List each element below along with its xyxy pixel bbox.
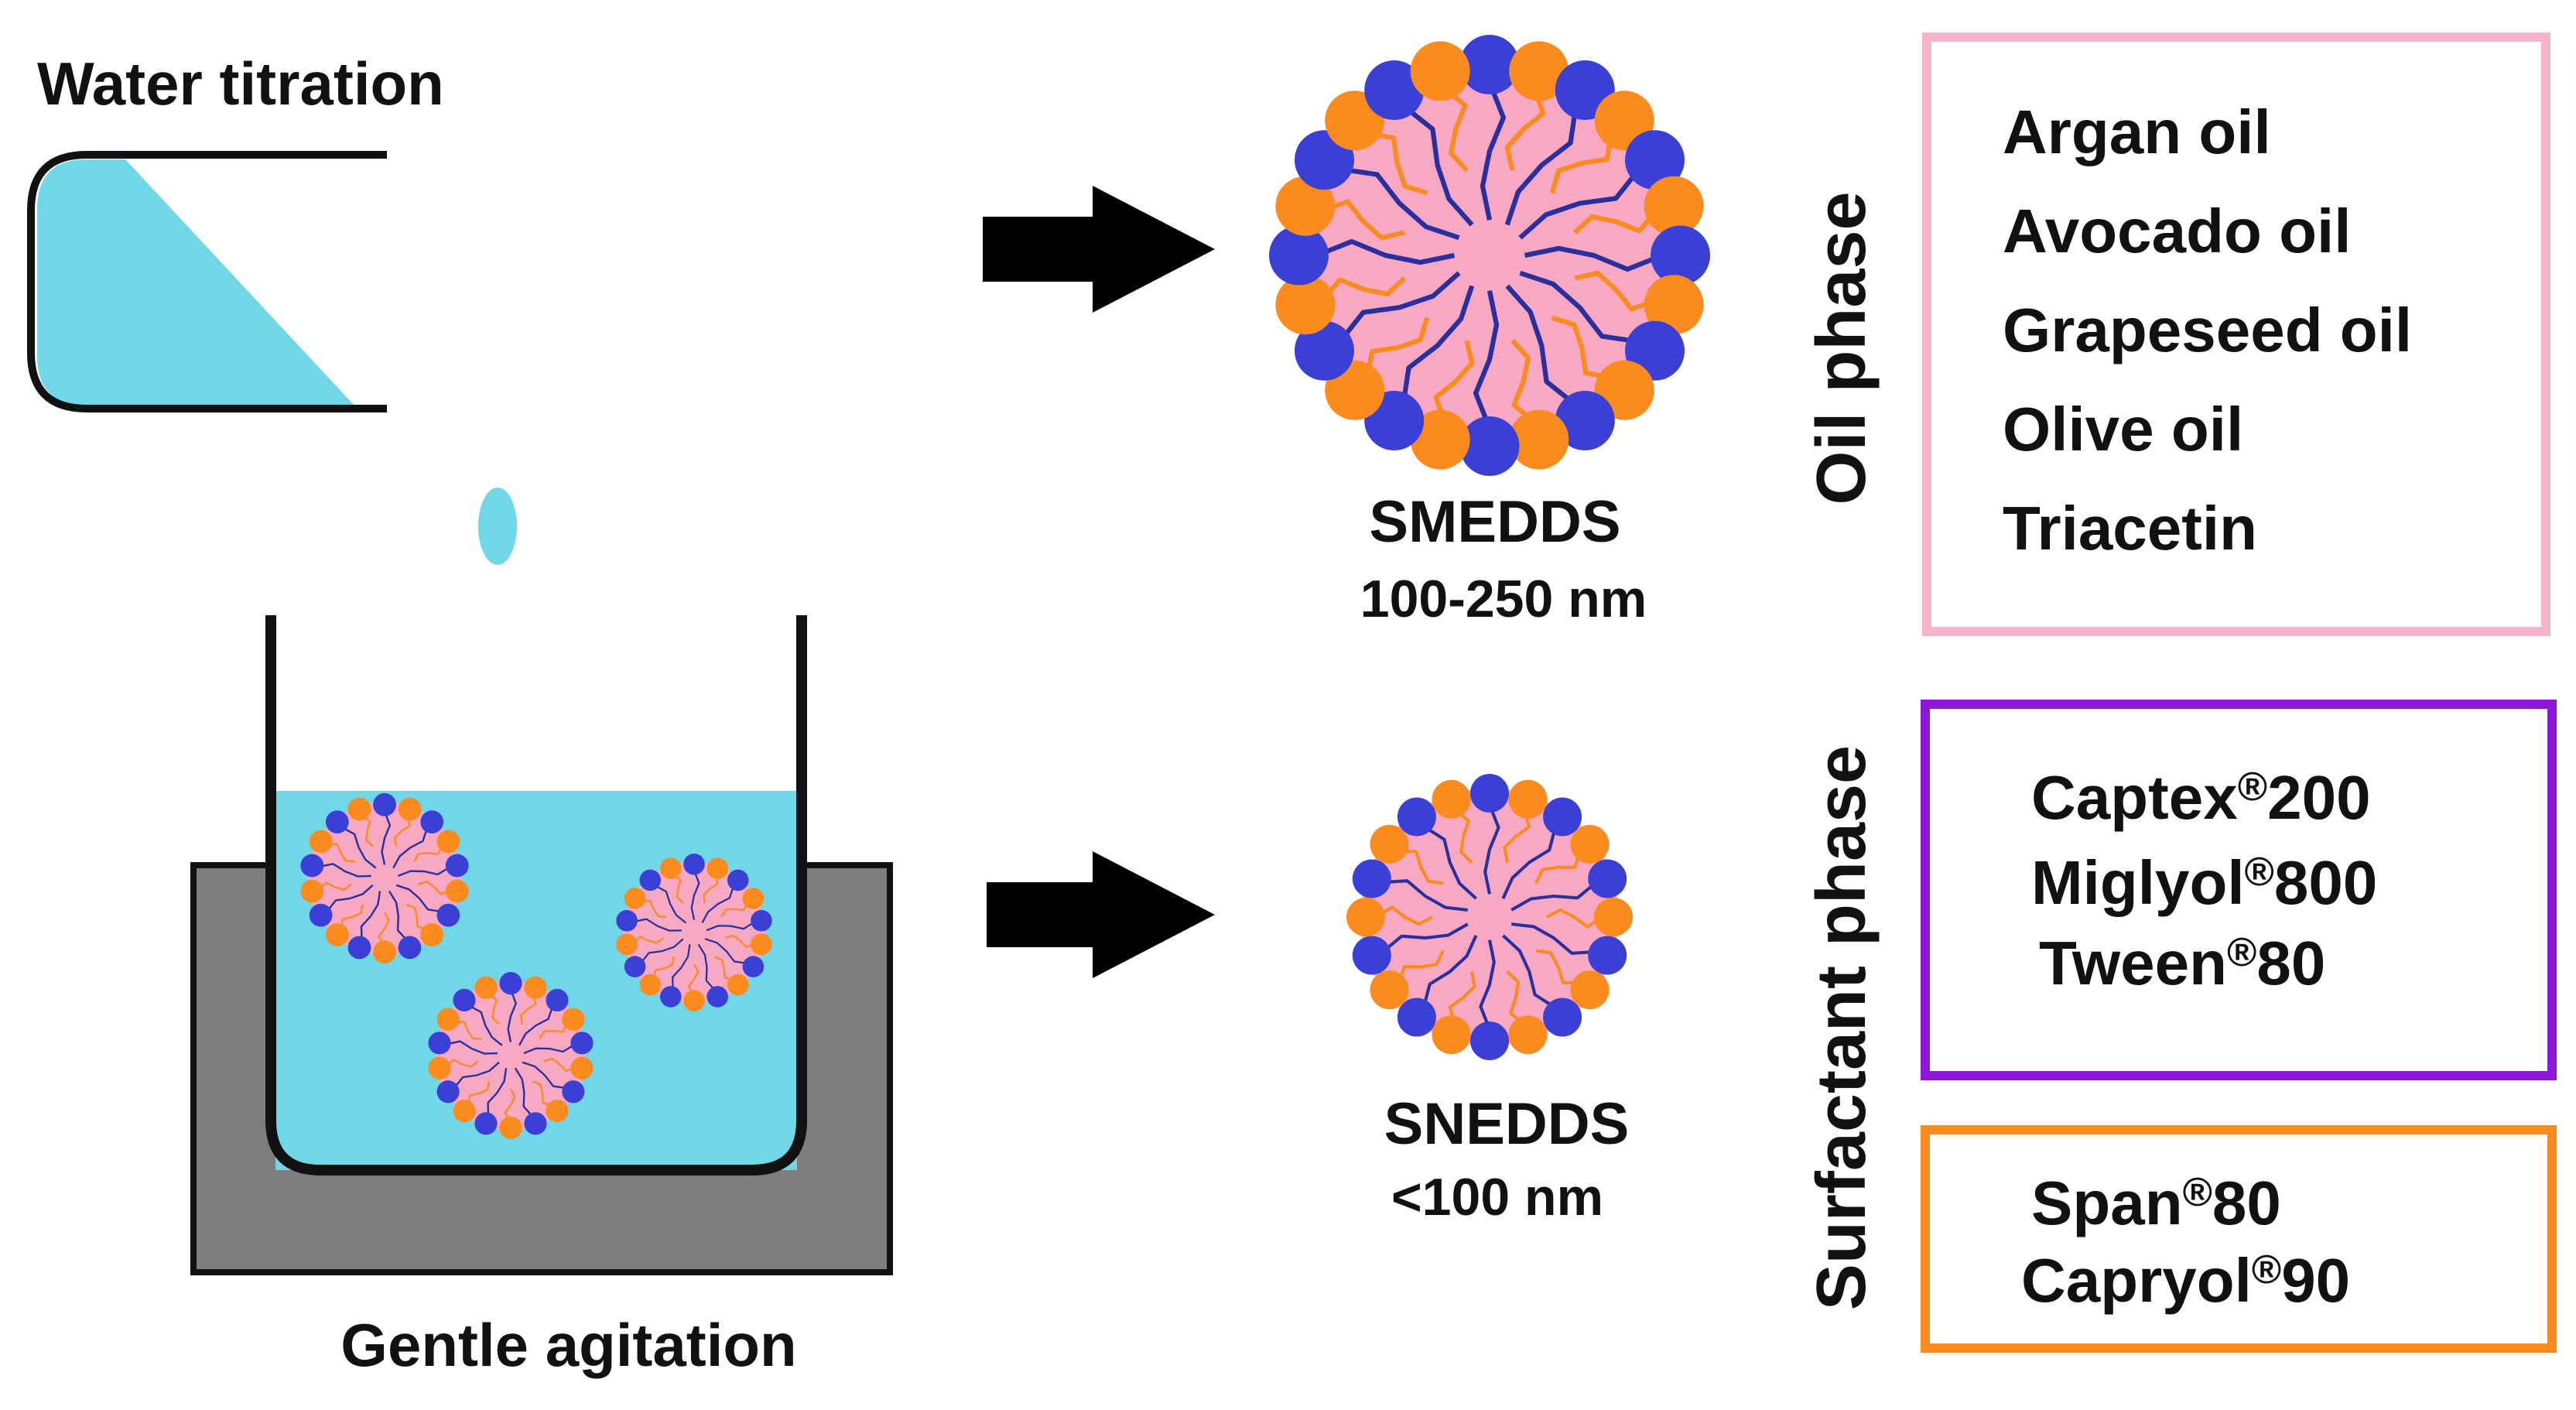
micelle-icon xyxy=(616,854,772,1011)
oil-phase-list: Argan oil Avocado oil Grapeseed oil Oliv… xyxy=(2003,98,2412,563)
surfactant-phase-title: Surfactant phase xyxy=(1803,745,1880,1310)
arrow-right-icon xyxy=(987,851,1215,978)
beaker-micelles xyxy=(300,792,772,1139)
surfactant-item: Captex®200 xyxy=(2031,763,2371,832)
smedds-micelle-icon xyxy=(1269,35,1710,476)
water-drop-icon xyxy=(478,488,517,565)
oil-item: Triacetin xyxy=(2003,494,2257,563)
micelle-icon xyxy=(428,972,594,1139)
surfactant-item: Span®80 xyxy=(2031,1169,2281,1237)
burette-icon xyxy=(27,151,387,412)
surfactant-item: Capryol®90 xyxy=(2021,1246,2350,1315)
burette-water xyxy=(37,159,354,406)
snedds-micelle-icon xyxy=(1346,774,1633,1060)
agitation-bath xyxy=(190,615,893,1275)
oil-item: Grapeseed oil xyxy=(2003,296,2412,364)
micelle-icon xyxy=(1269,35,1710,476)
surfactant-item: Miglyol®800 xyxy=(2031,848,2377,917)
smedds-size-label: 100-250 nm xyxy=(1360,570,1647,628)
beaker xyxy=(265,615,807,1176)
surfactant-box-b xyxy=(1921,1125,2557,1353)
oil-item: Avocado oil xyxy=(2003,197,2351,265)
arrow-right-icon xyxy=(983,186,1215,313)
surfactant-item: Tween®80 xyxy=(2039,929,2325,998)
oil-item: Argan oil xyxy=(2003,98,2271,166)
snedds-size-label: <100 nm xyxy=(1391,1168,1603,1227)
gentle-agitation-label: Gentle agitation xyxy=(340,1311,796,1379)
surfactant-box-a xyxy=(1921,700,2557,1080)
snedds-label: SNEDDS xyxy=(1384,1091,1630,1157)
micelle-icon xyxy=(1346,774,1633,1060)
oil-item: Olive oil xyxy=(2003,395,2243,464)
smedds-label: SMEDDS xyxy=(1369,489,1620,555)
oil-phase-box xyxy=(1922,33,2550,636)
micelle-icon xyxy=(300,792,469,964)
water-titration-label: Water titration xyxy=(37,50,444,118)
oil-phase-title: Oil phase xyxy=(1803,191,1880,505)
